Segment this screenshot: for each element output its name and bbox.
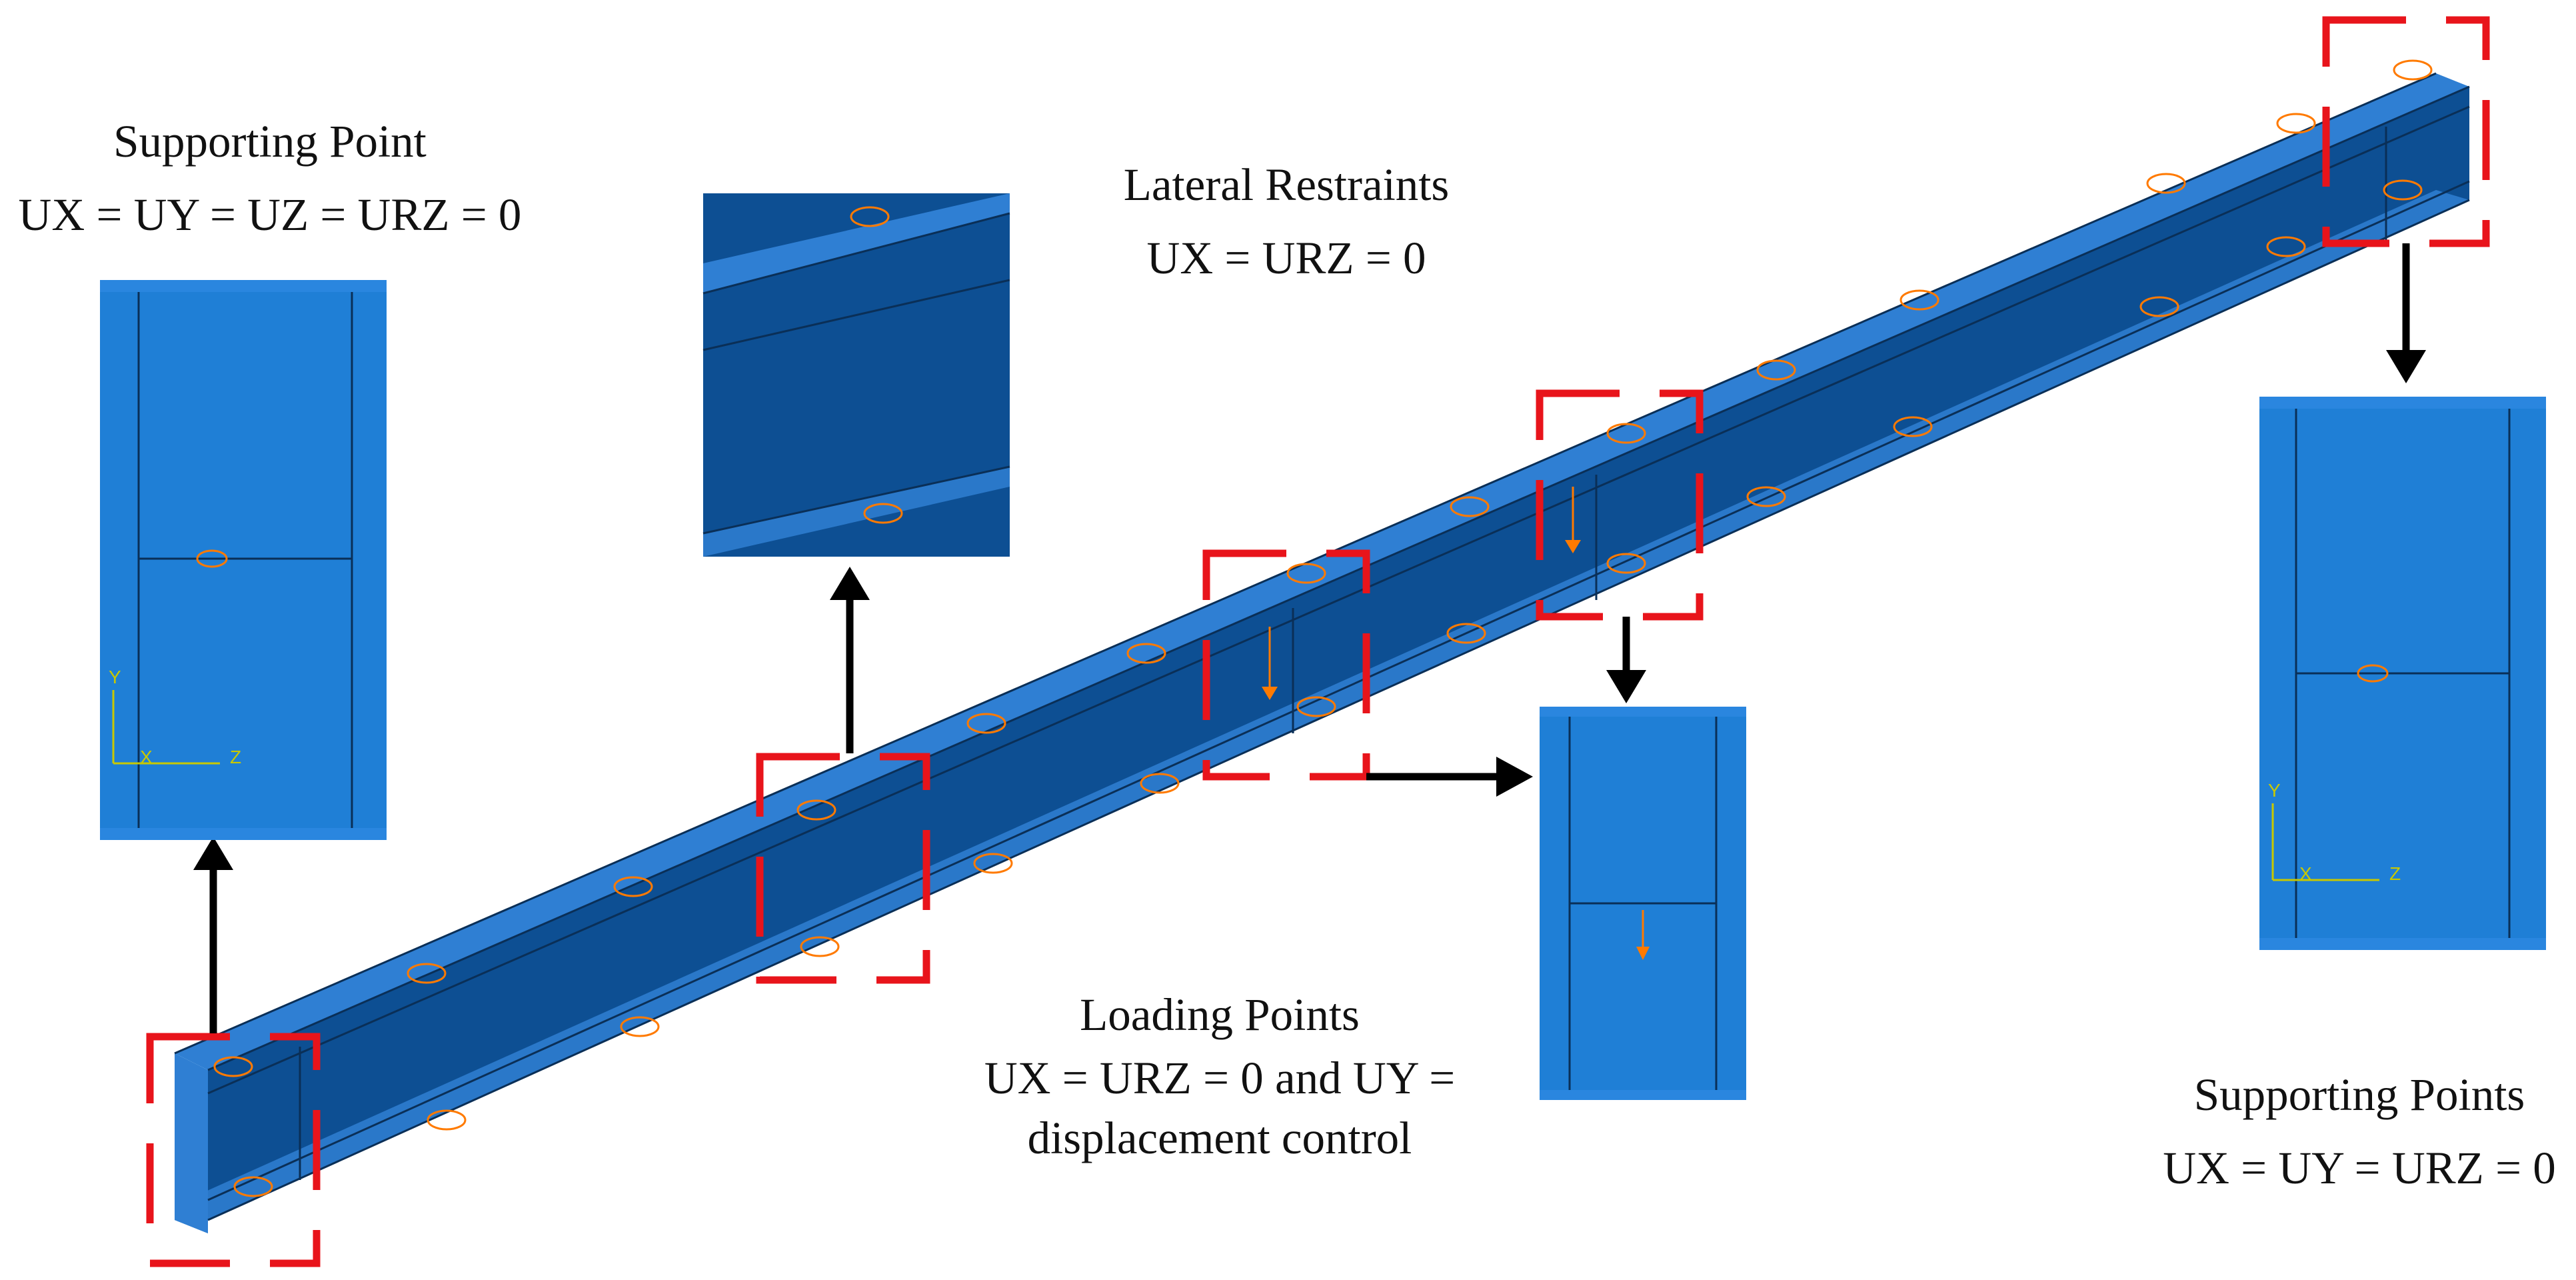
top-flange xyxy=(175,73,2469,1070)
highlight-lateral-restraint xyxy=(756,753,930,984)
beam-end-face xyxy=(175,1053,208,1233)
panel-support-right: Y X Z xyxy=(2259,397,2546,950)
axis-z-label: Z xyxy=(230,747,241,767)
lateral-restraints-title: Lateral Restraints xyxy=(1124,159,1450,210)
supporting-point-title: Supporting Point xyxy=(113,116,427,167)
highlight-support-right xyxy=(2322,16,2490,247)
supporting-points-condition: UX = UY = URZ = 0 xyxy=(2163,1143,2556,1193)
axis-z-label: Z xyxy=(2389,863,2401,884)
axis-x-label: X xyxy=(140,747,153,767)
bottom-flange xyxy=(175,190,2469,1233)
loading-points-condition: UX = URZ = 0 and UY = xyxy=(984,1053,1455,1103)
i-beam xyxy=(174,72,2470,1233)
callout-arrows xyxy=(193,243,2426,1033)
loading-points-condition-cont: displacement control xyxy=(1028,1113,1412,1163)
supporting-point-condition: UX = UY = UZ = URZ = 0 xyxy=(19,189,522,240)
panel-lateral-restraint xyxy=(702,193,1010,557)
highlight-support-left xyxy=(146,1033,321,1267)
axis-x-label: X xyxy=(2299,863,2312,884)
highlight-loading-point-1 xyxy=(1202,549,1370,781)
axis-y-label: Y xyxy=(2268,780,2281,801)
highlight-loading-point-2 xyxy=(1536,389,1704,621)
panel-support-left: Y X Z xyxy=(100,280,387,840)
axis-y-label: Y xyxy=(109,667,121,687)
supporting-points-title: Supporting Points xyxy=(2194,1069,2525,1120)
lateral-restraints-condition: UX = URZ = 0 xyxy=(1147,233,1426,283)
boundary-condition-symbols xyxy=(213,59,2433,1197)
loading-points-title: Loading Points xyxy=(1080,989,1360,1040)
panel-loading-point xyxy=(1540,707,1746,1100)
